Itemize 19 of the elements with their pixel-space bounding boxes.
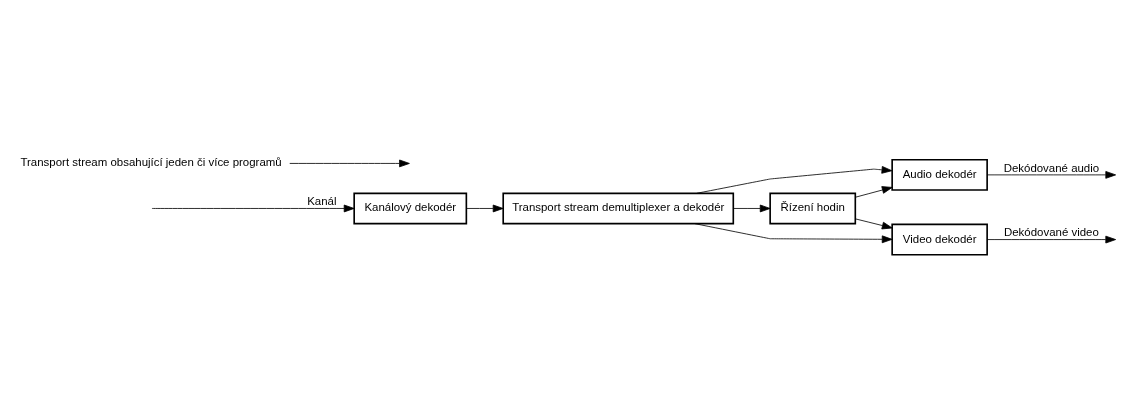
edge-label: Dekódované audio [1003,161,1100,174]
node-box: Transport stream demultiplexer a dekodér [502,192,735,225]
node-box: Řízení hodin [769,192,857,225]
arrow [733,204,771,213]
edge-label: Kanál [307,195,337,208]
node-text: Transport stream obsahující jeden či více programů [20,156,282,169]
arrow [151,204,355,213]
arrow [694,223,893,244]
arrow [855,218,893,230]
arrow [696,166,893,194]
node-box: Audio dekodér [891,158,988,191]
arrow [465,204,504,213]
arrow [986,171,1117,179]
node-box: Kanálový dekodér [353,192,468,225]
arrow [855,186,893,198]
arrow [289,159,410,168]
node-box: Video dekodér [891,223,988,256]
edge-label: Dekódované video [1003,226,1099,239]
arrow [986,235,1117,244]
